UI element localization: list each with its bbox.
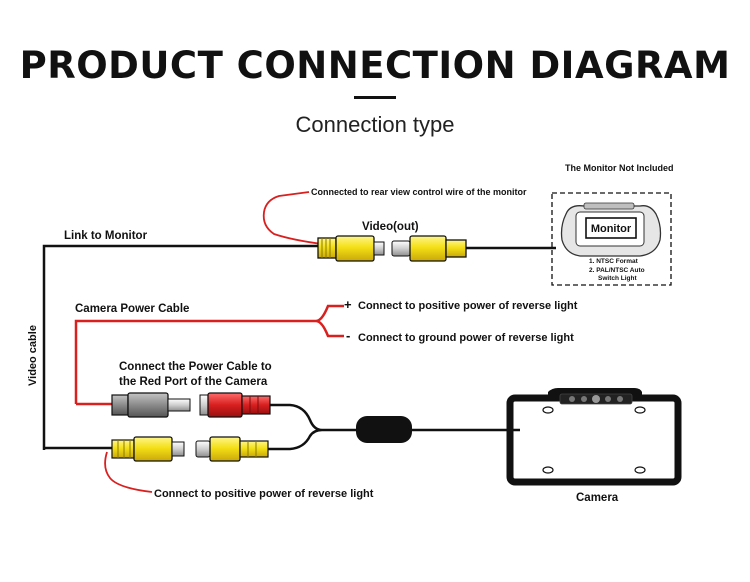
camera-power-wire — [74, 304, 344, 404]
video-out-rca-male — [317, 235, 385, 262]
camera-split-cable — [268, 403, 520, 451]
video-out-label: Video(out) — [362, 221, 419, 233]
title-underline — [354, 96, 396, 99]
link-to-monitor-label: Link to Monitor — [64, 230, 148, 242]
connect-power-label-line1: Connect the Power Cable to — [119, 361, 272, 373]
bottom-positive-leader-line — [104, 451, 153, 493]
license-plate-camera — [506, 388, 682, 486]
camera-power-cable-label: Camera Power Cable — [75, 303, 189, 315]
video-cable-label: Video cable — [27, 325, 39, 386]
connect-power-label-line2: the Red Port of the Camera — [119, 376, 268, 388]
inline-cable-box — [356, 416, 412, 443]
page-title: PRODUCT CONNECTION DIAGRAM — [19, 44, 731, 87]
positive-power-label: Connect to positive power of reverse lig… — [358, 300, 578, 312]
rear-view-wire-label: Connected to rear view control wire of t… — [311, 187, 527, 197]
monitor-link-wire — [42, 244, 318, 450]
monitor-not-included-box — [551, 192, 672, 286]
plus-sign: + — [344, 297, 352, 312]
page-subtitle: Connection type — [295, 112, 455, 137]
camera-label: Camera — [576, 492, 619, 504]
bottom-positive-label: Connect to positive power of reverse lig… — [154, 488, 374, 500]
ground-power-label: Connect to ground power of reverse light — [358, 332, 574, 344]
monitor-screen-label: Monitor — [591, 223, 632, 235]
dc-power-socket-red — [199, 392, 271, 418]
minus-sign: - — [346, 328, 350, 343]
monitor-note-ntsc: 1. NTSC Format — [589, 258, 639, 265]
dc-power-plug-gray — [111, 392, 191, 418]
monitor-not-included-label: The Monitor Not Included — [565, 163, 674, 173]
camera-video-rca-female — [195, 436, 269, 462]
monitor-note-switch: Switch Light — [598, 275, 637, 282]
video-out-rca-female — [391, 235, 467, 262]
rear-view-leader-line — [262, 191, 323, 245]
camera-video-rca-male — [111, 436, 185, 462]
monitor-note-auto: 2. PAL/NTSC Auto — [589, 267, 645, 274]
